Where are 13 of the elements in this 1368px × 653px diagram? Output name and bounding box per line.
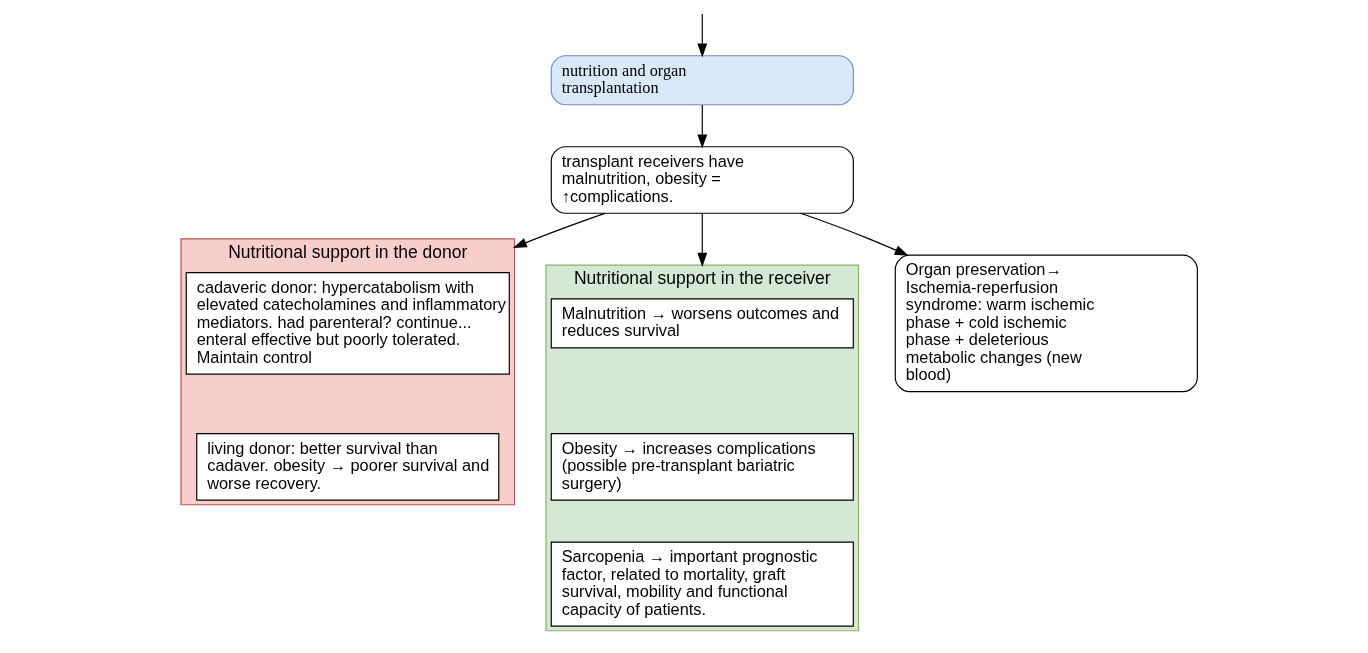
node-box: Obesity → increases complications (possible pre-transplant bariatric surgery) (550, 433, 854, 501)
node-box: Malnutrition → worsens outcomes and reduces survival (550, 298, 854, 349)
node-box: Organ preservation→ Ischemia-reperfusion syndrome: warm ischemic phase + cold ischemic phase + deleterious metabolic changes (new blood) (894, 254, 1198, 393)
node-box: transplant receivers have malnutrition, obesity = ↑complications. (550, 146, 854, 214)
node-box: living donor: better survival than cadaver. obesity → poorer survival and worse recovery. (195, 433, 499, 501)
node-box: nutrition and organ transplantation (550, 55, 854, 106)
arrow (799, 212, 909, 256)
arrow (512, 212, 605, 248)
arrow (696, 212, 707, 267)
node-box: cadaveric donor: hypercatabolism with elevated catecholamines and inflammatory mediators. had parenteral? continue... enteral effective but poorly tolerated. Maintain control (185, 272, 510, 375)
arrow (696, 13, 707, 58)
node-box: Sarcopenia → important prognostic factor, related to mortality, graft survival, mobility and functional capacity of patients. (550, 541, 854, 627)
arrow (696, 104, 707, 149)
